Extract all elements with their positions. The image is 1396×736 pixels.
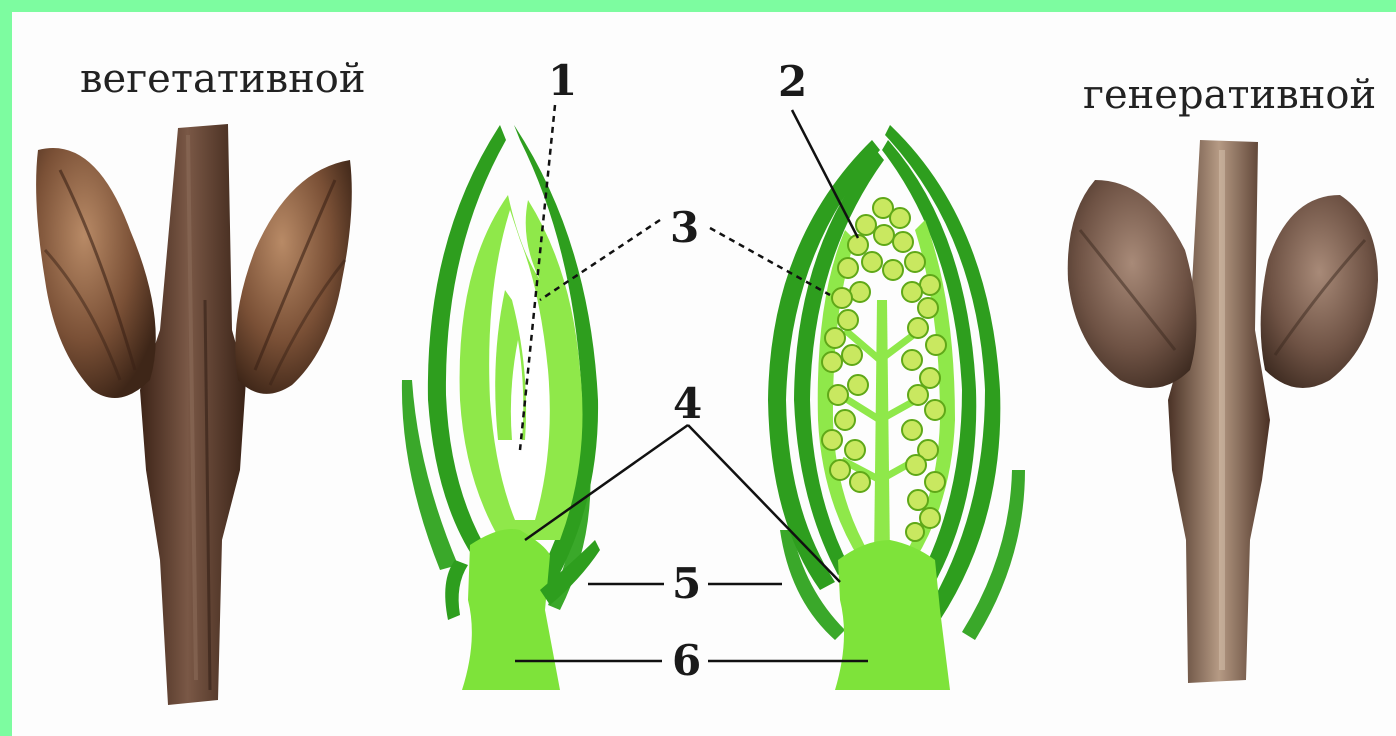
caption-generative: генеративной — [1083, 72, 1376, 118]
label-1: 1 — [548, 56, 577, 105]
generative-twig-illustration — [1068, 140, 1378, 683]
vegetative-bud-section — [402, 125, 600, 690]
label-3: 3 — [670, 203, 699, 252]
label-4: 4 — [673, 379, 702, 428]
label-2: 2 — [778, 57, 807, 106]
vegetative-twig-illustration — [36, 124, 352, 705]
caption-vegetative: вегетативной — [80, 56, 366, 102]
generative-bud-section — [768, 125, 1025, 690]
label-5: 5 — [672, 559, 701, 608]
label-6: 6 — [672, 636, 701, 685]
